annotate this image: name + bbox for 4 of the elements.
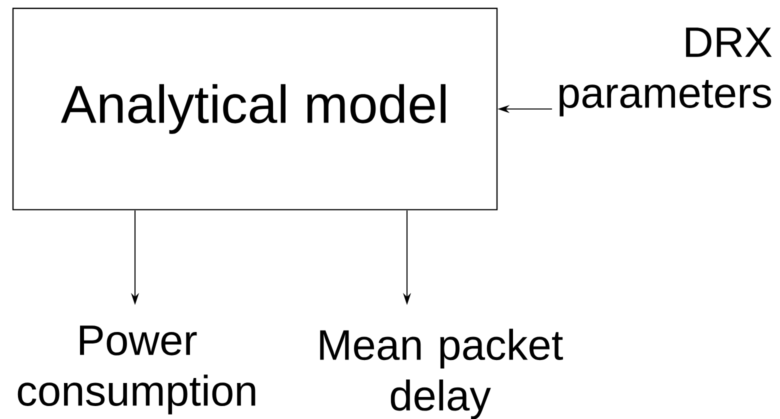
label-text: Power consumption xyxy=(18,326,256,414)
model-box: Analytical model xyxy=(12,8,498,210)
label-text: DRX parameters xyxy=(560,28,772,116)
label-text: Mean packet delay xyxy=(320,328,563,419)
